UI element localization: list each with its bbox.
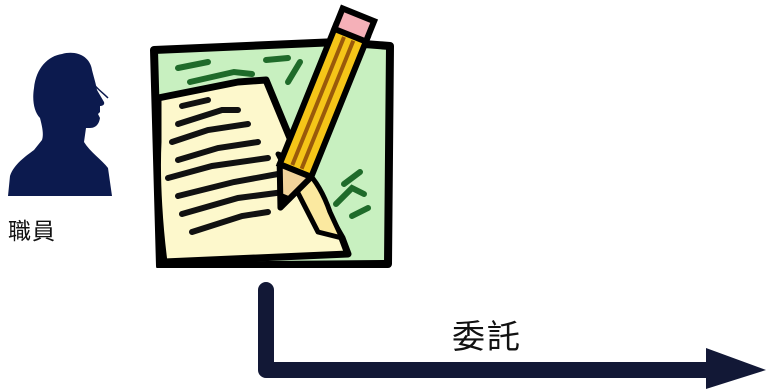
arrow-label: 委託 (452, 317, 522, 356)
person-silhouette-icon (8, 52, 112, 196)
person-label: 職員 (8, 219, 56, 245)
document-writing-icon (150, 4, 394, 268)
delegation-arrow (258, 282, 766, 389)
